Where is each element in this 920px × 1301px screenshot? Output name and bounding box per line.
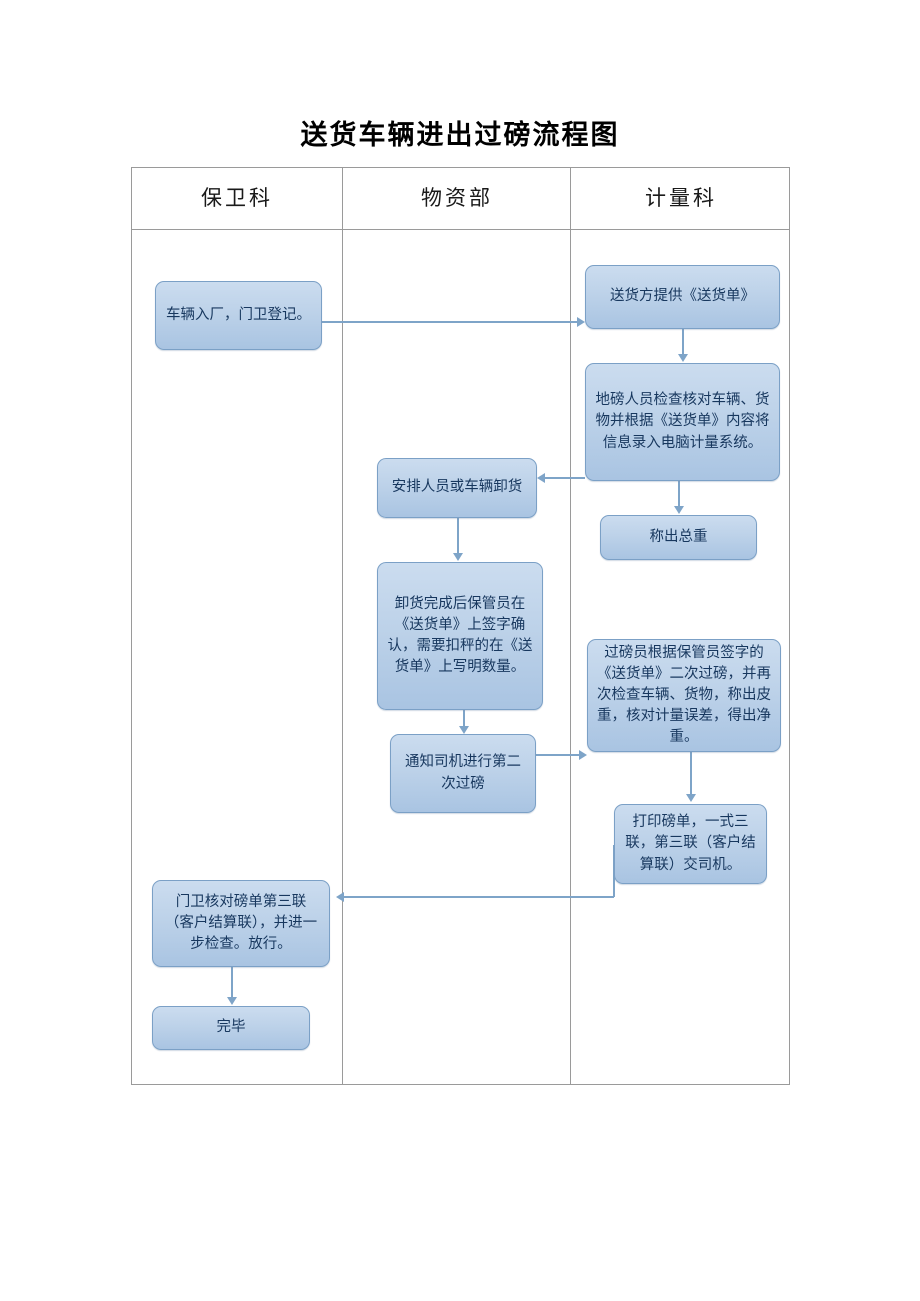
lane-header-metering: 计量科 xyxy=(645,186,717,210)
node-record-info-label: 地磅人员检查核对车辆、货物并根据《送货单》内容将信息录入电脑计量系统。 xyxy=(595,392,770,451)
edge-sign-to-notify xyxy=(463,710,465,727)
edge-notify-to-second-weigh xyxy=(536,754,580,756)
node-gate-verify[interactable]: 门卫核对磅单第三联（客户结算联），并进一步检查。放行。 xyxy=(152,880,330,967)
node-provide-delivery-note-label: 送货方提供《送货单》 xyxy=(610,288,755,305)
lane-header-security: 保卫科 xyxy=(201,186,273,210)
node-sign-delivery-note-label: 卸货完成后保管员在《送货单》上签字确认，需要扣秤的在《送货单》上写明数量。 xyxy=(387,595,533,676)
edge-record-to-assign-arrowhead xyxy=(537,473,545,483)
edge-gate-entry-to-provide-arrowhead xyxy=(577,317,585,327)
node-record-info[interactable]: 地磅人员检查核对车辆、货物并根据《送货单》内容将信息录入电脑计量系统。 xyxy=(585,363,780,481)
node-finish[interactable]: 完毕 xyxy=(152,1006,310,1050)
node-gate-entry[interactable]: 车辆入厂，门卫登记。 xyxy=(155,281,322,350)
edge-gate-verify-to-finish xyxy=(231,967,233,998)
edge-second-weigh-to-print xyxy=(690,752,692,795)
edge-second-weigh-to-print-arrowhead xyxy=(686,794,696,802)
node-gate-verify-label: 门卫核对磅单第三联（客户结算联），并进一步检查。放行。 xyxy=(164,893,318,952)
node-assign-unload-label: 安排人员或车辆卸货 xyxy=(391,479,523,496)
page-title: 送货车辆进出过磅流程图 xyxy=(300,120,620,151)
edge-provide-to-record xyxy=(682,329,684,355)
node-gross-weight-label: 称出总重 xyxy=(649,528,708,545)
node-finish-label: 完毕 xyxy=(216,1019,246,1036)
lane-header-divider xyxy=(132,229,789,230)
edge-print-to-gate-verify xyxy=(344,896,614,898)
node-sign-delivery-note[interactable]: 卸货完成后保管员在《送货单》上签字确认，需要扣秤的在《送货单》上写明数量。 xyxy=(377,562,543,710)
node-second-weighing[interactable]: 过磅员根据保管员签字的《送货单》二次过磅，并再次检查车辆、货物，称出皮重，核对计… xyxy=(587,639,781,752)
edge-notify-to-second-weigh-arrowhead xyxy=(579,750,587,760)
lane-column-materials xyxy=(342,168,571,1084)
edge-gate-entry-to-provide xyxy=(322,321,578,323)
edge-sign-to-notify-arrowhead xyxy=(459,726,469,734)
node-notify-driver[interactable]: 通知司机进行第二次过磅 xyxy=(390,734,536,813)
edge-provide-to-record-arrowhead xyxy=(678,354,688,362)
node-notify-driver-label: 通知司机进行第二次过磅 xyxy=(405,754,521,792)
node-gross-weight[interactable]: 称出总重 xyxy=(600,515,757,560)
edge-gate-verify-to-finish-arrowhead xyxy=(227,997,237,1005)
node-print-weigh-ticket-label: 打印磅单，一式三联，第三联（客户结算联）交司机。 xyxy=(625,814,756,873)
edge-assign-to-sign-arrowhead xyxy=(453,553,463,561)
swimlane-table: 保卫科 物资部 计量科 xyxy=(131,167,790,1085)
edge-record-to-gross xyxy=(678,481,680,507)
edge-record-to-gross-arrowhead xyxy=(674,506,684,514)
node-print-weigh-ticket[interactable]: 打印磅单，一式三联，第三联（客户结算联）交司机。 xyxy=(614,804,767,884)
edge-print-to-gate-verify-stub xyxy=(613,845,615,897)
node-assign-unload[interactable]: 安排人员或车辆卸货 xyxy=(377,458,537,518)
lane-header-materials: 物资部 xyxy=(421,186,493,210)
edge-print-to-gate-verify-arrowhead xyxy=(336,892,344,902)
node-provide-delivery-note[interactable]: 送货方提供《送货单》 xyxy=(585,265,780,329)
edge-record-to-assign xyxy=(545,477,585,479)
node-gate-entry-label: 车辆入厂，门卫登记。 xyxy=(166,306,311,323)
node-second-weighing-label: 过磅员根据保管员签字的《送货单》二次过磅，并再次检查车辆、货物，称出皮重，核对计… xyxy=(597,644,771,746)
edge-assign-to-sign xyxy=(457,518,459,554)
